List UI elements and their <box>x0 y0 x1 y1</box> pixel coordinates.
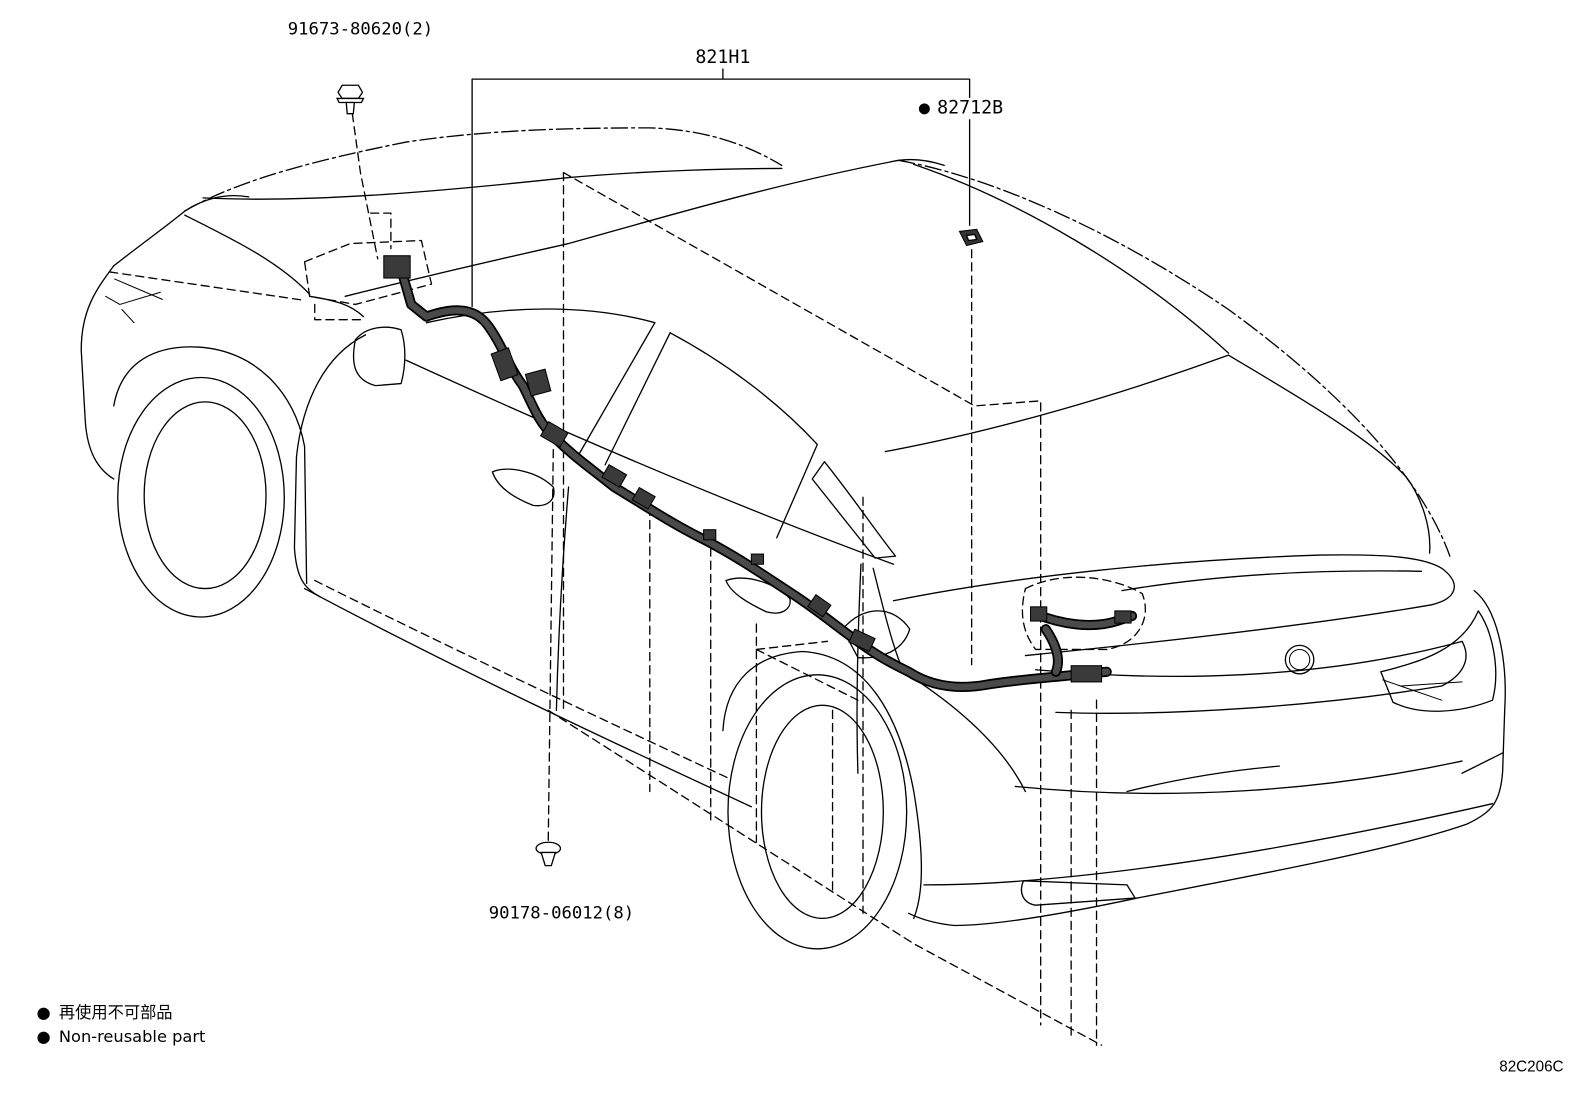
roof-front-line <box>344 158 945 297</box>
callout-90178-06012[interactable]: 90178-06012(8) <box>489 903 634 923</box>
harness-main-outline <box>395 263 1112 692</box>
bolt-91673-80620[interactable] <box>336 84 365 115</box>
side-mirror <box>352 326 406 387</box>
hood-crease <box>184 214 311 295</box>
rear-wheel-inner <box>760 704 884 920</box>
hood-lower-line <box>108 271 306 302</box>
rear-wheel-outer <box>727 674 908 950</box>
front-door-gap <box>555 486 570 712</box>
tail-lamp-band <box>1034 640 1467 714</box>
clip-body <box>540 851 557 867</box>
leader-91673 <box>351 112 379 260</box>
rear-door-window <box>669 332 818 539</box>
front-wheel-inner <box>143 401 267 590</box>
harness-connector <box>631 486 656 510</box>
rear-door-gap <box>856 563 862 774</box>
windshield-upper-line <box>202 167 783 200</box>
rear-emblem-outer <box>1284 644 1315 675</box>
clamp-tab <box>965 233 978 242</box>
harness-connector <box>539 421 569 448</box>
wire-harness[interactable] <box>383 255 1138 692</box>
trunk-lid-side <box>1227 354 1431 554</box>
rocker-phantom <box>314 579 732 781</box>
legend: ● 再使用不可部品 ● Non-reusable part <box>37 1003 206 1046</box>
illustration-code: 82C206C <box>1499 1059 1563 1076</box>
tail-lamp-right <box>1380 610 1497 712</box>
harness-clamp-tab <box>750 553 765 565</box>
harness-connector <box>1030 606 1048 622</box>
harness-connector <box>490 347 519 382</box>
windshield-base <box>309 295 365 318</box>
clamp-82712B[interactable] <box>958 228 984 247</box>
callout-82712B[interactable]: 82712B <box>937 98 1003 119</box>
rear-window-base <box>884 354 1230 453</box>
leader-91673-box <box>369 212 392 250</box>
front-door-handle <box>491 468 555 507</box>
legend-bullet: ● <box>37 1027 51 1046</box>
hood-front-edge <box>113 194 250 267</box>
rear-wheel-arch <box>722 650 923 920</box>
tail-lamp-accent <box>1382 679 1463 701</box>
bolt-head <box>337 84 364 100</box>
legend-text-jp: 再使用不可部品 <box>59 1003 173 1022</box>
sill-line <box>303 587 752 808</box>
assembly-line-b <box>562 171 1042 1026</box>
harness-connector <box>524 368 552 397</box>
harness-main <box>397 265 1110 691</box>
bolt-flange <box>336 97 365 104</box>
trunk-inner-outline <box>1021 576 1147 651</box>
car-body <box>80 127 1506 950</box>
harness-connector <box>1070 665 1103 683</box>
rear-reflector <box>1020 880 1136 906</box>
front-window-top <box>425 308 656 324</box>
rear-bumper-crease <box>1014 752 1504 795</box>
harness-connector <box>807 594 832 618</box>
bracket-821H1 <box>471 68 971 308</box>
rear-emblem-inner <box>1288 648 1311 671</box>
rear-spoiler-line <box>1121 570 1423 592</box>
harness-connector <box>601 464 628 488</box>
b-pillar <box>578 322 671 466</box>
assembly-line-rear-floor <box>755 640 859 701</box>
harness-connector <box>383 255 411 279</box>
leader-90178 <box>547 445 555 841</box>
roof-phantom-side <box>897 159 1451 557</box>
belt-line <box>405 359 895 565</box>
harness-connector <box>848 628 876 653</box>
non-reusable-bullet: ● <box>919 98 930 119</box>
clip-90178-06012[interactable] <box>535 841 562 867</box>
harness-connector <box>1114 610 1132 624</box>
legend-text-en: Non-reusable part <box>59 1027 206 1046</box>
engine-bay-box <box>303 239 433 321</box>
roof-rear-line <box>913 163 1230 354</box>
front-fascia <box>80 265 115 480</box>
callout-91673-80620[interactable]: 91673-80620(2) <box>288 20 433 40</box>
roof-phantom-front <box>184 127 783 212</box>
front-wheel-arch <box>113 346 308 585</box>
legend-bullet: ● <box>37 1003 51 1022</box>
leader-lines <box>351 68 973 841</box>
rear-door-handle <box>725 577 791 614</box>
harness-drop-branch <box>1042 625 1062 676</box>
front-wheel-outer <box>117 376 285 618</box>
harness-clamp-tab <box>703 529 717 541</box>
rear-bumper <box>908 589 1506 927</box>
front-grille-lines <box>105 278 163 324</box>
callout-821H1[interactable]: 821H1 <box>695 47 750 68</box>
quarter-glass <box>811 461 897 559</box>
assembly-line-lower <box>547 709 1103 1046</box>
rear-bumper-lower-line <box>923 803 1494 886</box>
bolt-shank <box>345 101 356 115</box>
front-door-outline <box>293 334 367 598</box>
trunk-top-edge <box>892 554 1455 657</box>
